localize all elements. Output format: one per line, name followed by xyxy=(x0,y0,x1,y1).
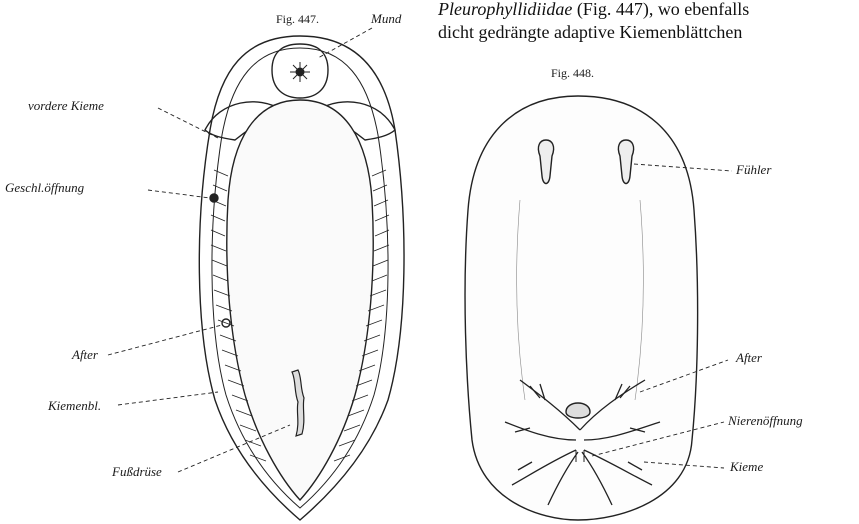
taxon-name: Pleurophyllidiidae xyxy=(438,0,572,19)
fig448-anus xyxy=(566,403,590,418)
fig448-label-nierenoeffnung: Nierenöffnung xyxy=(728,413,803,429)
fig448-caption: Fig. 448. xyxy=(551,66,594,81)
fig447-label-fussdruese: Fußdrüse xyxy=(112,464,162,480)
fig447-label-mund: Mund xyxy=(371,11,401,27)
fig448-drawing xyxy=(465,96,732,520)
body-text-line-1-rest: (Fig. 447), wo ebenfalls xyxy=(572,0,749,19)
fig447-genital-opening xyxy=(210,194,218,202)
fig447-label-vordere-kieme: vordere Kieme xyxy=(28,98,104,114)
fig447-label-after: After xyxy=(72,347,98,363)
fig448-label-kieme: Kieme xyxy=(730,459,763,475)
fig447-label-geschl: Geschl.öffnung xyxy=(5,180,84,196)
fig448-label-after: After xyxy=(736,350,762,366)
body-text-line-1: Pleurophyllidiidae (Fig. 447), wo ebenfa… xyxy=(438,0,749,20)
body-text-line-2: dicht gedrängte adaptive Kiemenblättchen xyxy=(438,22,742,43)
fig448-body-outline xyxy=(465,96,698,520)
fig447-caption: Fig. 447. xyxy=(276,12,319,27)
fig447-foot xyxy=(227,100,373,500)
fig447-mouth xyxy=(290,62,310,82)
fig448-label-fuehler: Fühler xyxy=(736,162,771,178)
fig447-drawing xyxy=(108,28,404,520)
fig447-label-kiemenbl: Kiemenbl. xyxy=(48,398,101,414)
